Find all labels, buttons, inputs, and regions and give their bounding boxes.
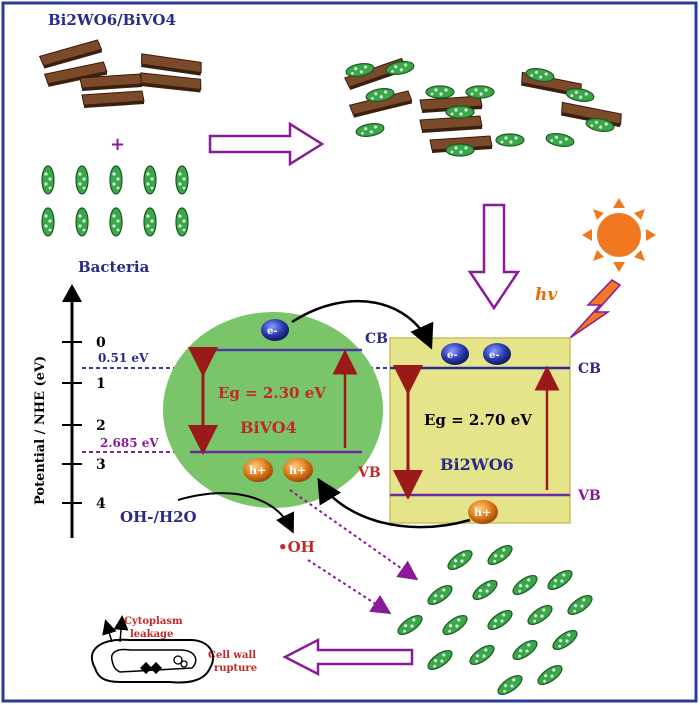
vb-right-label: VB bbox=[577, 488, 601, 504]
bacteria-cluster bbox=[394, 541, 596, 699]
electron-label-3: e- bbox=[489, 350, 500, 361]
cell-wall-label-2: rupture bbox=[214, 663, 257, 674]
hole-label-1: h+ bbox=[249, 464, 266, 477]
hole-icon bbox=[243, 458, 498, 524]
plus-sign: + bbox=[110, 134, 125, 155]
cb-left-label: CB bbox=[365, 331, 388, 347]
attack-arrow-1 bbox=[289, 489, 419, 581]
tick-3: 3 bbox=[96, 457, 106, 473]
level-051-label: 0.51 eV bbox=[98, 351, 149, 365]
hole-label-2: h+ bbox=[289, 464, 306, 477]
bivo4-name: BiVO4 bbox=[240, 418, 297, 437]
potential-axis bbox=[62, 284, 82, 538]
oh-radical-label: •OH bbox=[278, 538, 315, 556]
lightning-icon bbox=[569, 279, 622, 339]
bivo4-ellipse bbox=[163, 312, 383, 508]
tick-2: 2 bbox=[96, 418, 106, 434]
cytoplasm-label-1: Cytoplasm bbox=[124, 616, 183, 627]
attack-arrow-2 bbox=[307, 559, 392, 615]
tick-1: 1 bbox=[96, 376, 106, 392]
electron-icon bbox=[261, 319, 511, 365]
hole-transfer-arrow bbox=[317, 477, 471, 529]
cell-wall-label-1: Cell wall bbox=[208, 650, 256, 661]
electron-label-1: e- bbox=[267, 326, 278, 337]
composite-label: Bi2WO6/BiVO4 bbox=[48, 11, 176, 29]
electron-transfer-arrow bbox=[291, 300, 434, 350]
vb-left-label: VB bbox=[357, 465, 381, 481]
cytoplasm-label-2: leakage bbox=[130, 629, 173, 640]
composite-sheets bbox=[38, 39, 204, 109]
oh-h2o-label: OH-/H2O bbox=[120, 508, 197, 526]
tick-4: 4 bbox=[96, 496, 106, 512]
process-arrow-left bbox=[282, 637, 414, 677]
process-arrow-down bbox=[467, 203, 521, 311]
bi2wo6-name: Bi2WO6 bbox=[440, 455, 514, 474]
sun-icon bbox=[582, 198, 656, 272]
electron-label-2: e- bbox=[447, 350, 458, 361]
bacteria-icon bbox=[41, 165, 189, 237]
bivo4-eg: Eg = 2.30 eV bbox=[218, 384, 326, 402]
level-2685-label: 2.685 eV bbox=[100, 436, 159, 450]
hv-label: hv bbox=[535, 285, 558, 305]
process-arrow-right bbox=[208, 121, 325, 167]
bacteria-on-composite bbox=[343, 57, 624, 157]
bacteria-label: Bacteria bbox=[78, 258, 150, 276]
bi2wo6-eg: Eg = 2.70 eV bbox=[424, 411, 532, 429]
hole-label-3: h+ bbox=[474, 506, 491, 519]
oxidation-arrow bbox=[177, 492, 294, 534]
tick-0: 0 bbox=[96, 335, 106, 351]
cell-rupture-icon bbox=[90, 615, 215, 684]
cb-right-label: CB bbox=[578, 361, 601, 377]
axis-label: Potential / NHE (eV) bbox=[33, 356, 48, 505]
